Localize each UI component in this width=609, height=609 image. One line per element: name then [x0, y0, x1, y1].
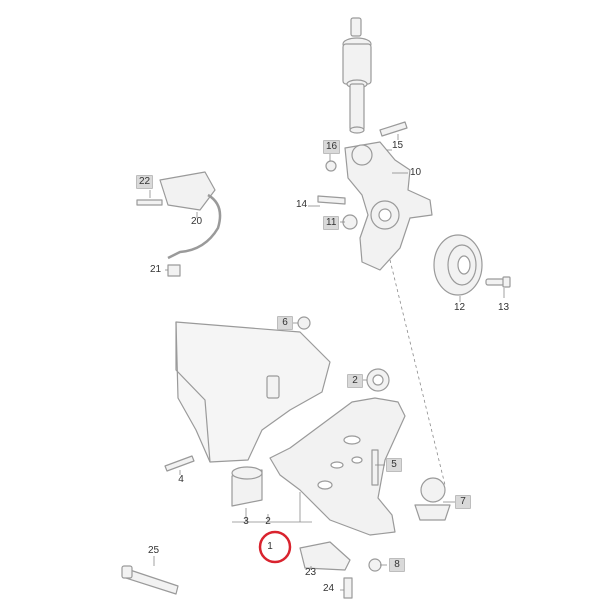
callout-6[interactable]: 6 [277, 316, 293, 330]
callout-21[interactable]: 21 [150, 264, 162, 275]
bolt-21[interactable] [167, 264, 181, 277]
callout-10[interactable]: 10 [410, 167, 422, 178]
bolt-14[interactable] [317, 195, 346, 205]
highlight-circle [258, 530, 292, 564]
nut-16[interactable] [325, 160, 337, 172]
strut-assembly[interactable] [342, 17, 372, 134]
callout-7[interactable]: 7 [455, 495, 471, 509]
bolt-22[interactable] [136, 199, 163, 206]
callout-23[interactable]: 23 [305, 567, 317, 578]
callout-16[interactable]: 16 [323, 140, 341, 154]
bushing-rear[interactable] [231, 466, 263, 507]
control-arm[interactable] [269, 397, 406, 536]
callout-2-bushing[interactable]: 2 [347, 374, 363, 388]
hub-bolt[interactable] [485, 276, 511, 288]
callout-11[interactable]: 11 [323, 216, 340, 230]
callout-1[interactable]: 1 [267, 541, 273, 552]
callout-2-arm[interactable]: 2 [265, 516, 271, 527]
ball-joint[interactable] [414, 477, 451, 521]
callout-14[interactable]: 14 [296, 199, 308, 210]
sensor-wire [167, 193, 222, 260]
callout-22[interactable]: 22 [136, 175, 154, 189]
grease-tube[interactable] [121, 565, 179, 595]
bushing-front[interactable] [366, 368, 390, 392]
steering-knuckle[interactable] [344, 141, 433, 271]
wheel-hub[interactable] [433, 234, 483, 296]
bolt-24[interactable] [343, 577, 353, 599]
callout-13[interactable]: 13 [498, 302, 510, 313]
callout-24[interactable]: 24 [323, 583, 335, 594]
sensor-bracket[interactable] [159, 171, 216, 211]
callout-3[interactable]: 3 [243, 516, 249, 527]
nut-8[interactable] [368, 558, 382, 572]
callout-5[interactable]: 5 [386, 458, 402, 472]
callout-20[interactable]: 20 [191, 216, 203, 227]
callout-8[interactable]: 8 [389, 558, 405, 572]
callout-25[interactable]: 25 [148, 545, 160, 556]
nut-11[interactable] [342, 214, 358, 230]
callout-15[interactable]: 15 [392, 140, 404, 151]
nut-6[interactable] [297, 316, 311, 330]
callout-4[interactable]: 4 [178, 474, 184, 485]
callout-12[interactable]: 12 [454, 302, 466, 313]
bolt-4[interactable] [164, 455, 195, 472]
shield-plate[interactable] [299, 541, 351, 571]
bolt-15[interactable] [379, 121, 408, 137]
leader-lines [149, 134, 505, 591]
bolt-5[interactable] [371, 449, 379, 486]
subframe[interactable] [175, 321, 331, 463]
